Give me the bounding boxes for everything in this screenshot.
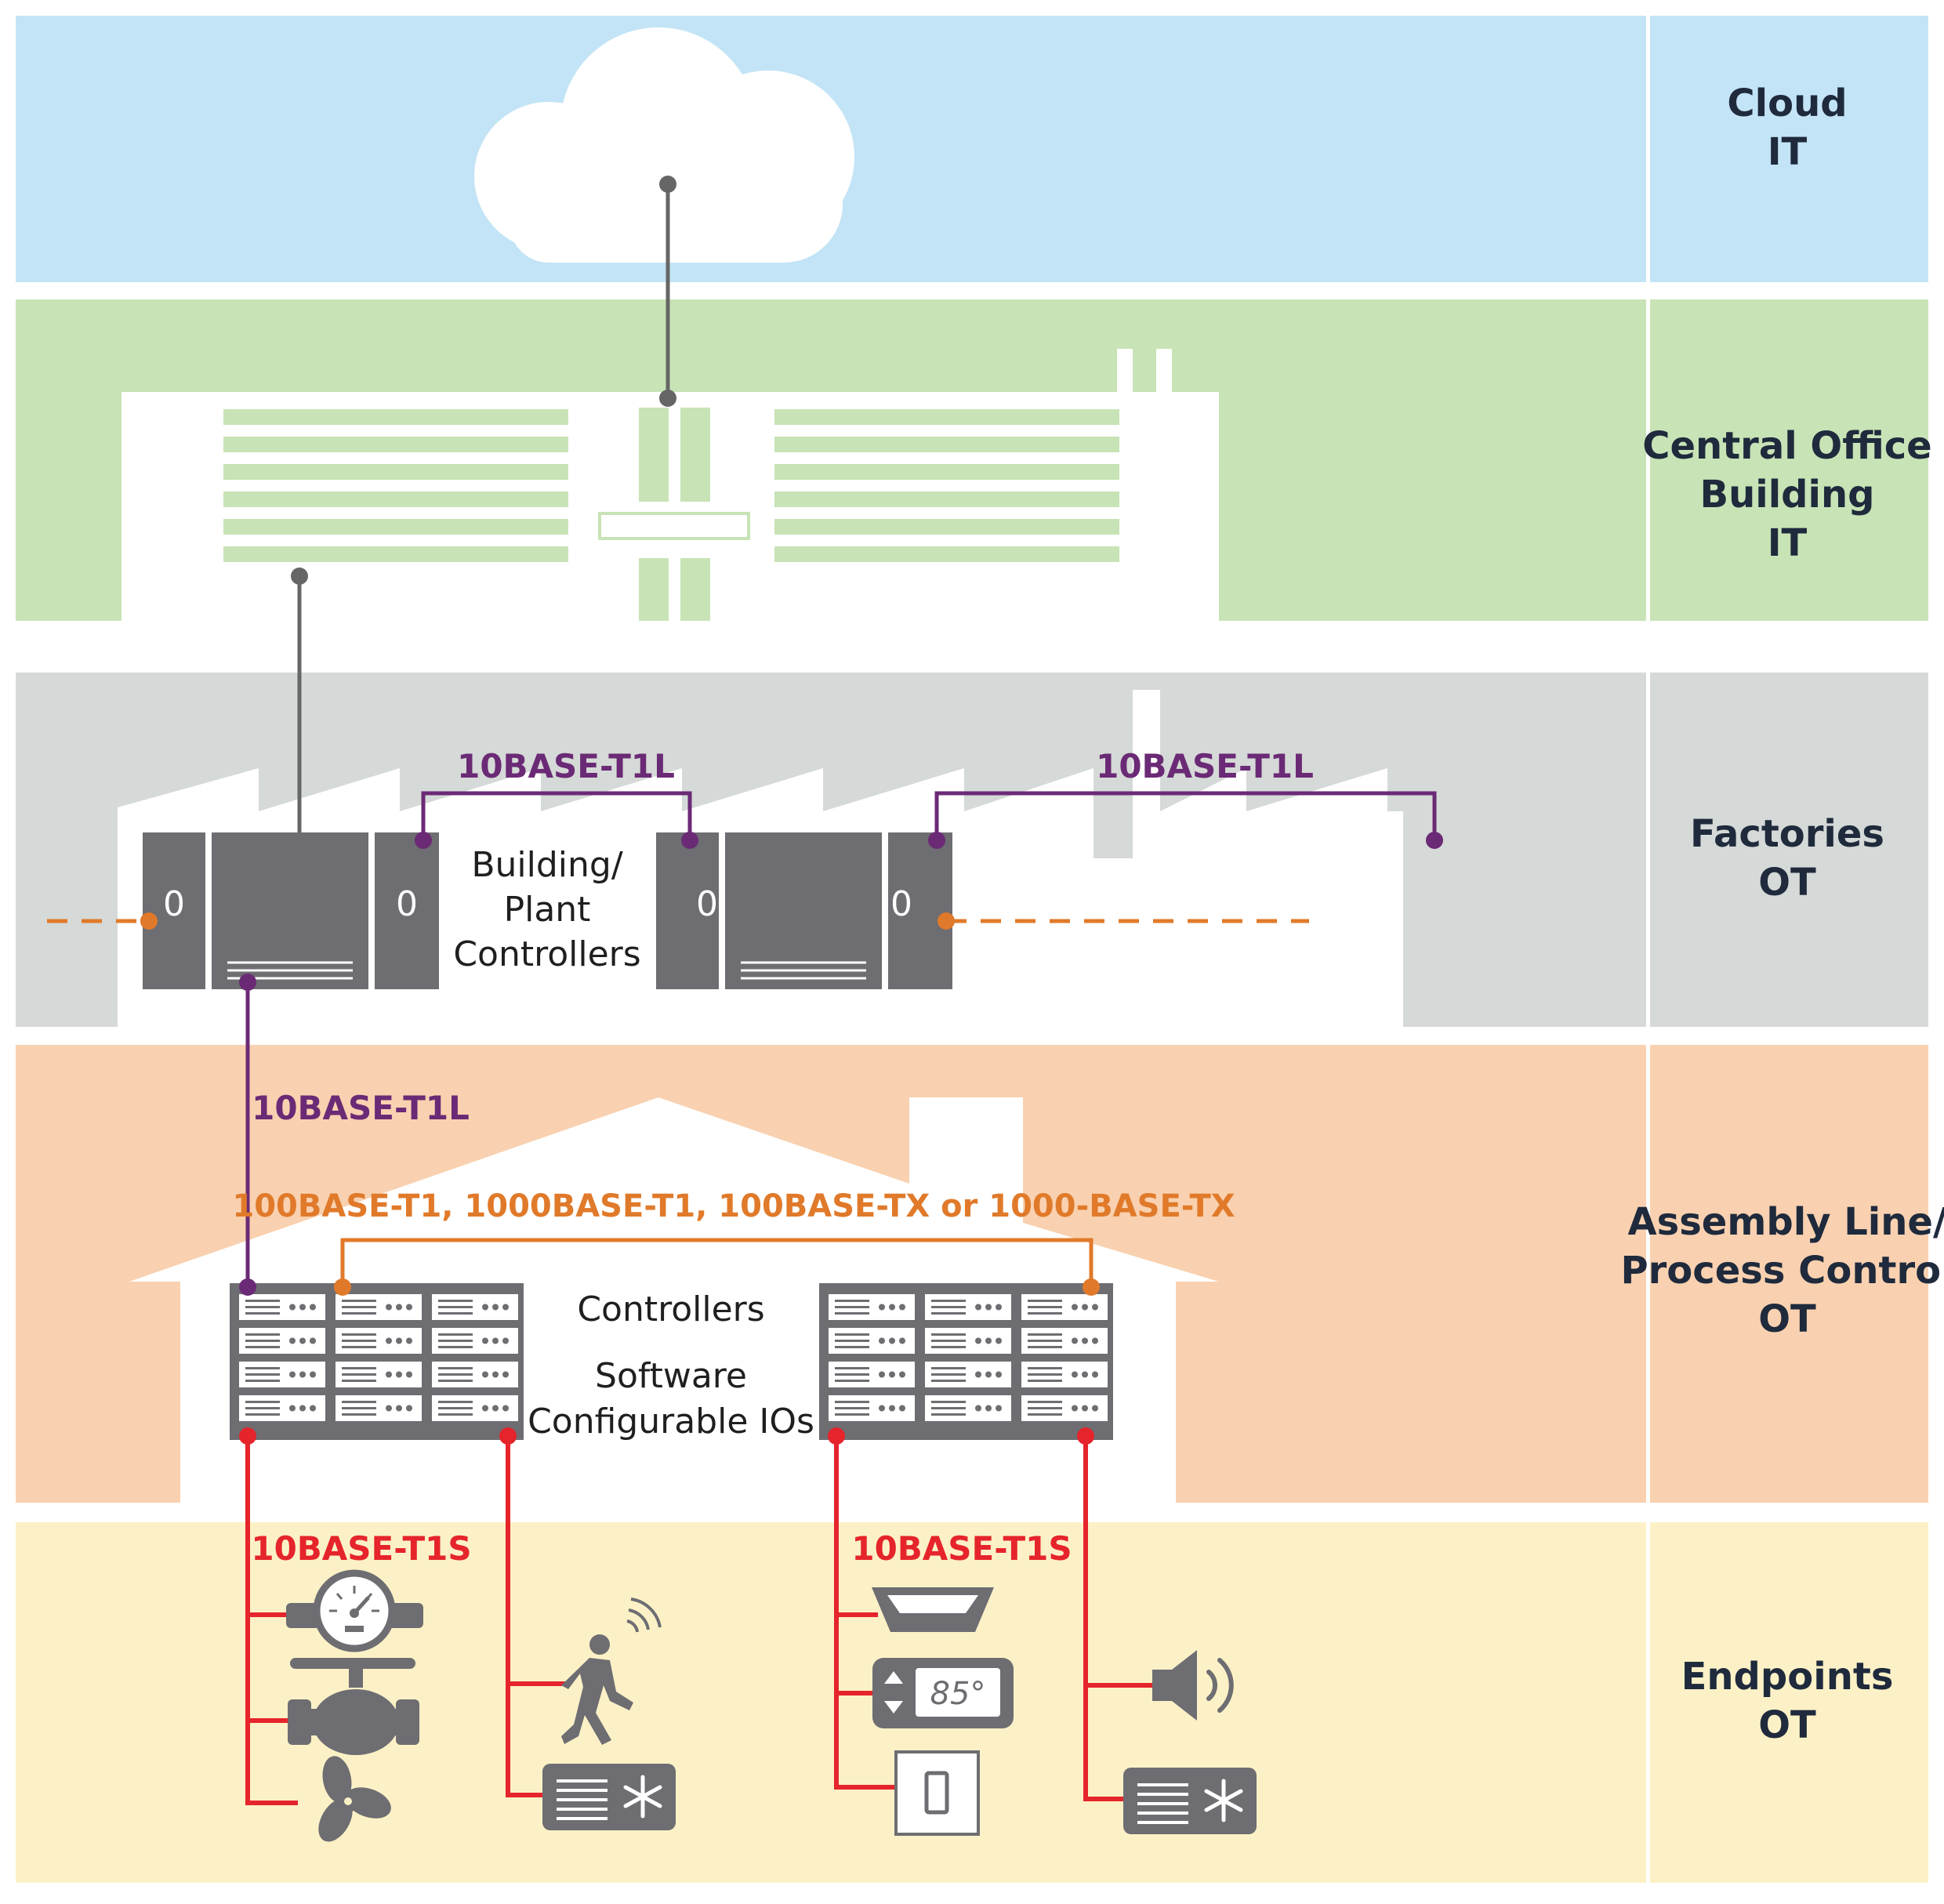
speaker-icon <box>1152 1650 1234 1721</box>
endpoints-label-band <box>1650 1522 1928 1883</box>
tier-label-office: Central Office Building IT <box>1642 424 1931 565</box>
snowflake-icon <box>623 1775 662 1819</box>
hvac-unit-left-icon <box>542 1764 676 1830</box>
tier-label-cloud-line2: IT <box>1768 130 1808 174</box>
tier-label-factories: Factories OT <box>1690 812 1884 905</box>
tier-label-assembly-line1: Assembly Line/ <box>1628 1200 1944 1244</box>
office-label-band <box>1650 299 1928 621</box>
io-module <box>239 1328 325 1354</box>
thermostat-display-readout: 85° <box>930 1676 986 1712</box>
motion-sensor-icon <box>561 1598 662 1745</box>
io-module <box>925 1328 1011 1354</box>
io-module <box>239 1395 325 1421</box>
uplink-connections <box>297 184 670 835</box>
tier-label-assembly-line3: OT <box>1758 1297 1816 1341</box>
ceiling-light-icon <box>872 1587 994 1632</box>
io-module <box>1021 1328 1108 1354</box>
tier-label-endpoints-line1: Endpoints <box>1681 1655 1894 1699</box>
plant-controller-right-zero-b: 0 <box>890 884 912 924</box>
plant-controller-right-zero-a: 0 <box>696 884 718 924</box>
io-module <box>432 1294 518 1320</box>
io-module <box>1021 1294 1108 1320</box>
thermostat-icon: 85° <box>872 1658 1014 1728</box>
controllers-label: Controllers <box>577 1289 764 1329</box>
factories-label-band <box>1650 673 1928 1027</box>
plant-controllers-label-line3: Controllers <box>453 934 640 974</box>
tier-label-assembly-line2: Process Control <box>1620 1249 1944 1293</box>
assembly-label-band <box>1650 1045 1928 1503</box>
plant-controller-left-zero-a: 0 <box>163 884 185 924</box>
cloud-label-band <box>1650 16 1928 282</box>
tier-label-cloud: Cloud IT <box>1727 82 1847 174</box>
io-module <box>925 1395 1011 1421</box>
software-io-label: Software Configurable IOs <box>528 1356 814 1442</box>
software-io-label-line1: Software <box>595 1356 747 1396</box>
io-module <box>335 1362 422 1387</box>
t1l-label-factory-right: 10BASE-T1L <box>1096 747 1314 785</box>
io-module <box>829 1362 915 1387</box>
plant-controllers-label-line2: Plant <box>504 890 591 930</box>
t1-controller-link-label: 100BASE-T1, 1000BASE-T1, 100BASE-TX or 1… <box>232 1188 1235 1224</box>
plant-controllers-label-line1: Building/ <box>471 845 622 885</box>
io-module <box>1021 1362 1108 1387</box>
endpoints-band <box>16 1522 1646 1883</box>
t1s-label-left: 10BASE-T1S <box>251 1529 471 1568</box>
plant-controller-left-zero-b: 0 <box>396 884 418 924</box>
office-building-shape <box>121 349 1219 621</box>
plant-controller-right: 0 0 <box>656 832 952 989</box>
io-module <box>1021 1395 1108 1421</box>
software-io-label-line2: Configurable IOs <box>528 1402 814 1442</box>
io-module <box>432 1395 518 1421</box>
tier-label-office-line1: Central Office <box>1642 424 1931 468</box>
io-module <box>829 1395 915 1421</box>
fan-icon <box>318 1756 391 1842</box>
tier-label-cloud-line1: Cloud <box>1727 82 1847 125</box>
light-switch-icon <box>894 1750 980 1836</box>
io-module <box>925 1362 1011 1387</box>
io-module <box>335 1328 422 1354</box>
io-module <box>432 1328 518 1354</box>
tier-label-endpoints-line2: OT <box>1758 1703 1816 1747</box>
io-module <box>432 1362 518 1387</box>
rack-port-nodes <box>239 1278 1100 1445</box>
io-module <box>925 1294 1011 1320</box>
tier-label-factories-line2: OT <box>1758 861 1816 905</box>
io-module <box>335 1395 422 1421</box>
t1l-label-factory-left: 10BASE-T1L <box>457 747 675 785</box>
valve-icon <box>288 1658 419 1755</box>
t1l-label-downlink: 10BASE-T1L <box>252 1089 470 1127</box>
io-rack-left <box>230 1283 524 1440</box>
hvac-unit-right-icon <box>1123 1768 1257 1834</box>
io-module <box>829 1294 915 1320</box>
controller-port-nodes <box>140 832 955 991</box>
io-module <box>239 1362 325 1387</box>
plant-controller-left: 0 0 <box>143 832 439 989</box>
tier-label-factories-line1: Factories <box>1690 812 1884 856</box>
snowflake-icon <box>1204 1779 1243 1822</box>
t1s-endpoint-links <box>245 1436 1152 1805</box>
flow-meter-icon <box>286 1569 423 1652</box>
tier-label-endpoints: Endpoints OT <box>1681 1655 1894 1747</box>
io-module <box>335 1294 422 1320</box>
io-module <box>829 1328 915 1354</box>
tier-label-office-line3: IT <box>1768 521 1808 565</box>
t1l-links <box>245 791 1437 1287</box>
plant-controllers-label: Building/ Plant Controllers <box>453 845 640 974</box>
t1s-label-right: 10BASE-T1S <box>851 1529 1072 1568</box>
io-module <box>239 1294 325 1320</box>
io-rack-right <box>819 1283 1113 1440</box>
tier-label-assembly: Assembly Line/ Process Control OT <box>1620 1200 1944 1341</box>
tier-label-office-line2: Building <box>1699 473 1874 517</box>
t1-controller-link <box>340 1238 1094 1287</box>
uplink-endpoints <box>291 176 676 585</box>
